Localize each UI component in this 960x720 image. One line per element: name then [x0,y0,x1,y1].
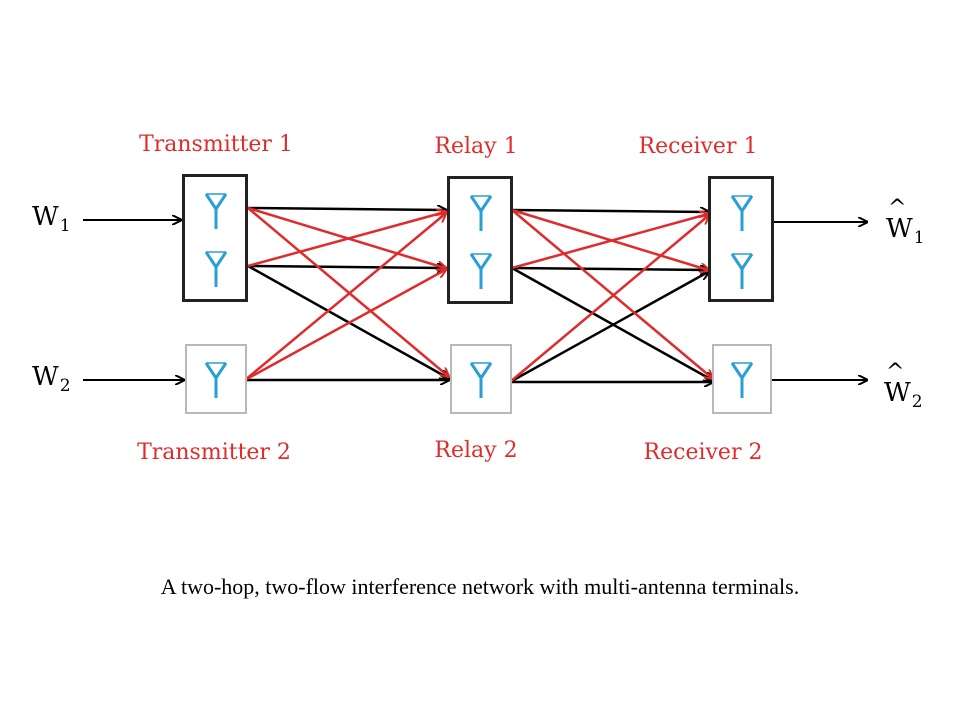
link-r1b-rx1b [511,268,708,270]
link-t1b-r1a [247,212,445,268]
message-w1-index: 1 [59,216,71,236]
estimate-w1: ^W1 [886,196,925,248]
estimate-w1-symbol: W [886,214,913,244]
transmitter-1-label: Transmitter 1 [139,132,293,157]
estimate-w2-symbol: W [884,378,911,408]
receiver-1-box [708,176,774,302]
antenna-icon [204,251,228,287]
link-r1a-rx2 [511,209,712,378]
antenna-icon [730,253,754,289]
relay-1-label: Relay 1 [434,134,518,159]
antenna-icon [204,193,228,229]
hat-mark: ^ [888,196,907,221]
antenna-icon [469,195,493,231]
antenna-icon [730,362,754,398]
link-t2-r1b [244,270,445,382]
message-w1-symbol: W [32,202,59,232]
relay-1-box [447,176,513,304]
antenna-icon [469,253,493,289]
transmitter-2-label: Transmitter 2 [137,440,291,465]
link-r1a-rx1a [511,210,708,212]
message-w2-symbol: W [32,362,59,392]
antenna-icon [469,362,493,398]
link-t1b-r1b [247,266,445,268]
link-t1a-r2 [247,207,448,376]
message-w2: W2 [32,362,71,396]
antenna-icon [204,362,228,398]
antenna-icon [730,195,754,231]
figure-caption: A two-hop, two-flow interference network… [160,574,800,599]
link-t2-r1a [244,214,445,381]
receiver-1-label: Receiver 1 [638,134,758,159]
message-w2-index: 2 [59,376,71,396]
link-r2-rx1a [509,216,708,383]
relay-2-label: Relay 2 [434,438,518,463]
hat-mark: ^ [886,360,905,385]
receiver-2-box [712,344,772,414]
estimate-w2: ^W2 [884,360,923,412]
estimate-w2-index: 2 [911,392,923,412]
transmitter-2-box [185,344,247,414]
relay-2-box [450,344,512,414]
link-r1b-rx1a [511,214,708,270]
link-r2-rx1b [509,272,708,384]
receiver-2-label: Receiver 2 [643,440,763,465]
estimate-w1-index: 1 [913,228,925,248]
link-t1a-r1a [247,208,445,210]
message-w1: W1 [32,202,71,236]
transmitter-1-box [182,174,248,302]
